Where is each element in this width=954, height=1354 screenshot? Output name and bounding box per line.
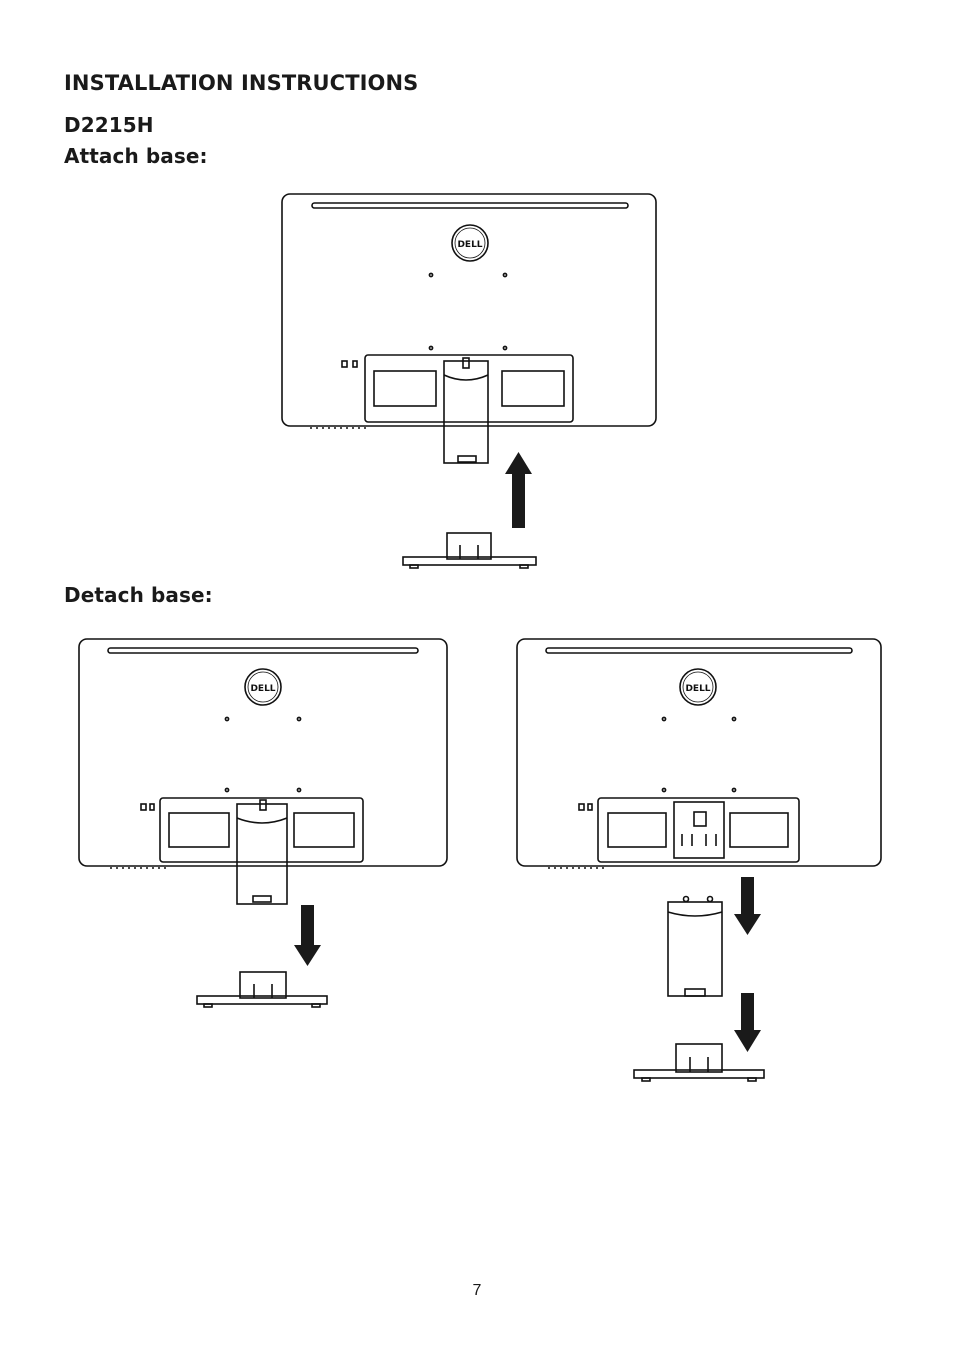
dell-logo-text: DELL (457, 240, 482, 250)
attach-base-heading: Attach base: (64, 144, 208, 168)
model-heading: D2215H (64, 113, 154, 137)
attach-base-illustration: DELL (281, 193, 657, 569)
monitor-back-panel (281, 193, 657, 427)
dell-logo-icon (679, 668, 717, 706)
detach-base-illustration-right: DELL (516, 638, 882, 1082)
arrow-down-icon (734, 877, 761, 935)
detach-base-illustration-left: DELL (78, 638, 448, 1008)
dell-logo-text: DELL (685, 684, 710, 694)
monitor-back-panel (78, 638, 448, 867)
arrow-up-icon (505, 452, 532, 528)
dell-logo-icon (451, 224, 489, 262)
dell-logo-icon (244, 668, 282, 706)
dell-logo-text: DELL (250, 684, 275, 694)
arrow-down-icon (294, 905, 321, 966)
page-number: 7 (472, 1282, 482, 1299)
io-panel (364, 354, 574, 423)
monitor-back-panel (516, 638, 882, 867)
stand-riser (443, 360, 489, 464)
stand-mount-bracket (673, 801, 725, 859)
stand-base (402, 532, 537, 569)
arrow-down-icon (734, 993, 761, 1052)
stand-riser (667, 895, 723, 997)
stand-base (633, 1043, 765, 1082)
page-title: INSTALLATION INSTRUCTIONS (64, 71, 419, 95)
io-panel (597, 797, 800, 863)
stand-base (196, 971, 328, 1008)
stand-riser (236, 803, 288, 905)
io-panel (159, 797, 364, 863)
detach-base-heading: Detach base: (64, 583, 213, 607)
